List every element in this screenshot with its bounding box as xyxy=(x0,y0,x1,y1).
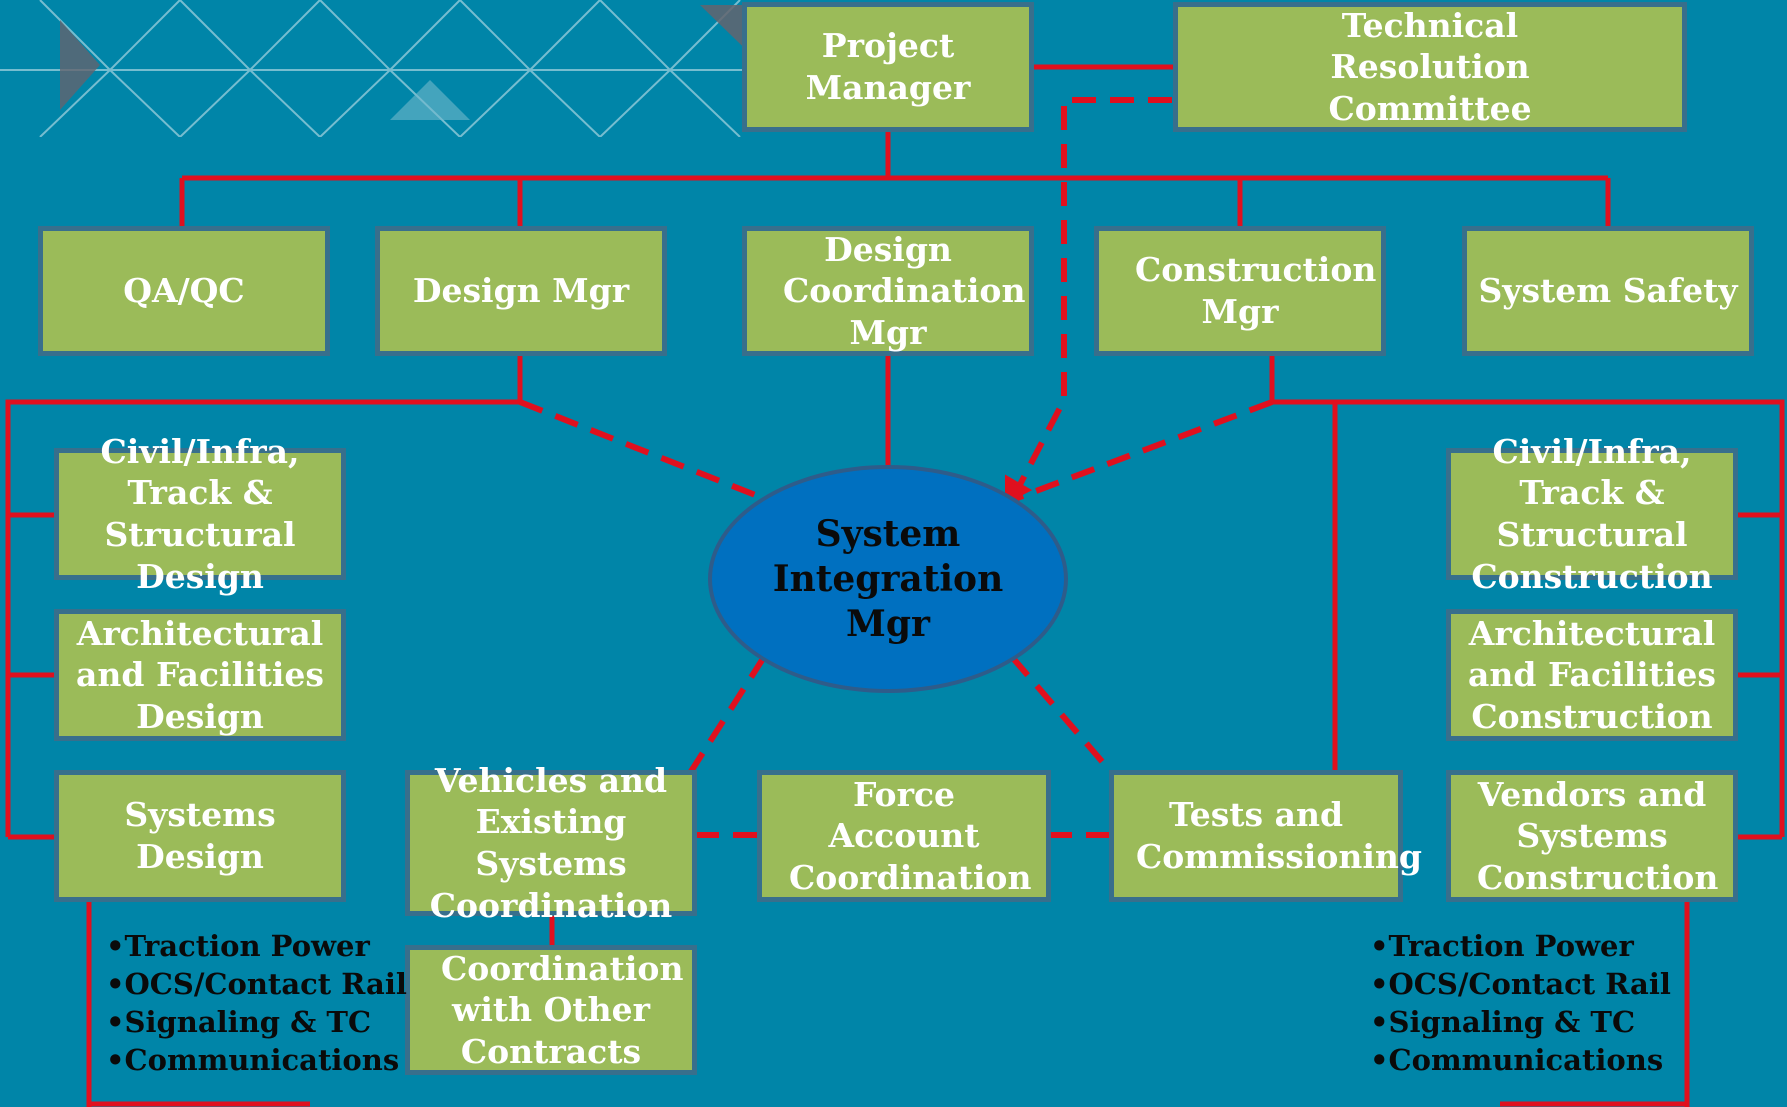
edge-construction-sim xyxy=(1010,399,1274,503)
design-coordination-mgr-box: Design Coordination Mgr xyxy=(742,226,1034,356)
force-account-coordination-box: Force Account Coordination xyxy=(757,770,1051,902)
vehicles-existing-systems-box: Vehicles and Existing Systems Coordinati… xyxy=(405,761,697,925)
tests-commissioning-label: Tests and Commissioning xyxy=(1136,795,1422,876)
system-integration-mgr-hub: System Integration Mgr xyxy=(708,465,1068,693)
list-item: Traction Power xyxy=(1370,927,1671,965)
systems-construction-list: Traction Power OCS/Contact Rail Signalin… xyxy=(1370,927,1671,1079)
system-integration-mgr-label: System Integration Mgr xyxy=(772,512,1004,645)
arrowhead-icon xyxy=(1005,474,1033,505)
coordination-other-contracts-label: Coordination with Other Contracts xyxy=(441,948,684,1071)
construction-mgr-label: Construction Mgr xyxy=(1135,250,1377,331)
design-mgr-box: Design Mgr xyxy=(375,226,667,356)
civil-design-box: Civil/Infra, Track & Structural Design xyxy=(54,432,346,596)
project-manager-box: Project Manager xyxy=(742,2,1034,132)
list-item: Communications xyxy=(1370,1041,1671,1079)
civil-construction-label: Civil/Infra, Track & Structural Construc… xyxy=(1471,431,1713,596)
technical-resolution-committee-box: Technical Resolution Committee xyxy=(1173,2,1687,132)
solid-connectors xyxy=(5,64,1785,1107)
qa-qc-label: QA/QC xyxy=(123,271,245,311)
systems-design-list: Traction Power OCS/Contact Rail Signalin… xyxy=(106,927,407,1079)
architectural-design-box: Architectural and Facilities Design xyxy=(54,609,346,741)
civil-design-label: Civil/Infra, Track & Structural Design xyxy=(100,431,300,596)
coordination-other-contracts-box: Coordination with Other Contracts xyxy=(405,945,697,1075)
vendors-systems-construction-label: Vendors and Systems Construction xyxy=(1477,774,1719,897)
system-safety-box: System Safety xyxy=(1462,226,1754,356)
design-mgr-label: Design Mgr xyxy=(412,271,630,311)
tests-commissioning-box: Tests and Commissioning xyxy=(1109,770,1422,902)
construction-mgr-box: Construction Mgr xyxy=(1094,226,1386,356)
systems-design-label: Systems Design xyxy=(124,795,276,876)
system-safety-label: System Safety xyxy=(1478,271,1738,311)
list-item: OCS/Contact Rail xyxy=(1370,965,1671,1003)
edge-systems-design-tail xyxy=(86,900,310,1107)
list-item: Signaling & TC xyxy=(106,1003,407,1041)
edge-sim-tests xyxy=(1009,655,1115,775)
list-item: Communications xyxy=(106,1041,407,1079)
edge-design-sim xyxy=(518,399,770,503)
systems-design-box: Systems Design xyxy=(54,770,346,902)
technical-resolution-committee-label: Technical Resolution Committee xyxy=(1328,5,1532,128)
edge-design-left-bus xyxy=(5,355,523,837)
vehicles-existing-systems-label: Vehicles and Existing Systems Coordinati… xyxy=(429,760,673,925)
edge-vendors-tail xyxy=(1500,900,1690,1107)
list-item: Signaling & TC xyxy=(1370,1003,1671,1041)
list-item: Traction Power xyxy=(106,927,407,965)
design-coordination-mgr-label: Design Coordination Mgr xyxy=(783,229,1026,352)
list-item: OCS/Contact Rail xyxy=(106,965,407,1003)
civil-construction-box: Civil/Infra, Track & Structural Construc… xyxy=(1446,432,1738,596)
architectural-construction-box: Architectural and Facilities Constructio… xyxy=(1446,609,1738,741)
force-account-coordination-label: Force Account Coordination xyxy=(789,774,1032,897)
dashed-connectors xyxy=(518,97,1274,838)
project-manager-label: Project Manager xyxy=(805,26,971,107)
architectural-construction-label: Architectural and Facilities Constructio… xyxy=(1468,613,1716,736)
edge-construction-right-bus xyxy=(1269,355,1785,837)
qa-qc-box: QA/QC xyxy=(38,226,330,356)
edge-trc-sim xyxy=(1009,97,1172,502)
vendors-systems-construction-box: Vendors and Systems Construction xyxy=(1446,770,1738,902)
architectural-design-label: Architectural and Facilities Design xyxy=(76,613,324,736)
edge-sim-vehicles xyxy=(687,655,767,775)
